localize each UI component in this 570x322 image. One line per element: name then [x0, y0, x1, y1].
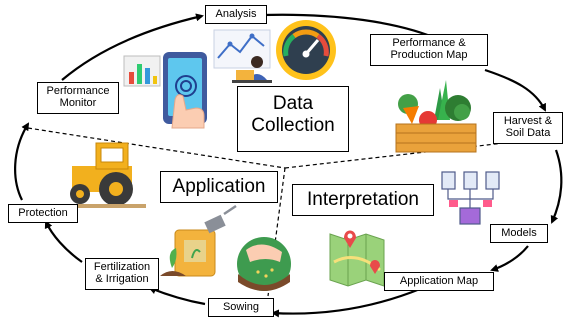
phase-application: Application: [160, 171, 278, 203]
phase-data-collection-line2: Collection: [251, 115, 335, 136]
step-harvest-soil-data: Harvest & Soil Data: [493, 112, 563, 144]
step-analysis: Analysis: [205, 5, 267, 24]
gauge-icon: [276, 20, 336, 80]
step-performance-monitor-line1: Performance: [46, 85, 110, 97]
arrow-application-map-to-sowing: [271, 287, 421, 318]
step-performance-production-map-line2: Production Map: [390, 49, 468, 61]
step-protection: Protection: [8, 204, 78, 223]
step-harvest-soil-data-line1: Harvest &: [503, 115, 553, 127]
arrow-models-to-application-map: [490, 245, 529, 272]
step-performance-monitor-line2: Monitor: [59, 97, 97, 109]
folded-map-icon: [329, 230, 385, 287]
step-models: Models: [490, 224, 548, 243]
step-harvest-soil-data-line2: Soil Data: [505, 127, 551, 139]
arrow-fertilization-to-protection: [44, 220, 83, 263]
step-sowing: Sowing: [208, 298, 274, 317]
arrow-performance-map-to-harvest: [484, 68, 546, 112]
arrow-harvest-to-models: [550, 149, 563, 224]
arrow-protection-to-monitor: [14, 122, 30, 201]
divider-left: [27, 127, 286, 169]
flowchart-icon: [441, 171, 500, 225]
step-application-map-label: Application Map: [399, 275, 479, 287]
vegetable-crate-icon: [395, 80, 477, 153]
step-fertilization-irrigation: Fertilization & Irrigation: [85, 258, 159, 290]
fertilizer-watering-icon: [160, 204, 237, 277]
step-sowing-label: Sowing: [222, 301, 260, 313]
step-protection-label: Protection: [18, 207, 68, 219]
step-fertilization-irrigation-line2: & Irrigation: [95, 273, 149, 285]
cycle-arrows: [14, 13, 563, 318]
step-performance-production-map: Performance & Production Map: [370, 34, 488, 66]
tablet-touch-icon: [163, 52, 207, 129]
arrow-monitor-to-analysis: [61, 13, 204, 81]
phase-data-collection-line1: Data: [272, 93, 314, 114]
step-performance-monitor: Performance Monitor: [37, 82, 119, 114]
step-fertilization-irrigation-line1: Fertilization: [93, 261, 151, 273]
step-models-label: Models: [501, 227, 537, 239]
step-performance-production-map-line1: Performance &: [392, 37, 466, 49]
phase-application-label: Application: [172, 176, 266, 197]
line-chart-icon: [213, 29, 271, 69]
seeding-hand-icon: [237, 237, 291, 291]
tractor-icon: [66, 142, 146, 208]
phase-interpretation: Interpretation: [292, 184, 434, 216]
phase-data-collection: Data Collection: [237, 86, 349, 152]
analyst-laptop-icon: [232, 56, 272, 83]
arrow-analysis-to-performance-map: [261, 13, 442, 42]
phase-interpretation-label: Interpretation: [307, 189, 419, 210]
bar-chart-icon: [123, 55, 161, 87]
step-application-map: Application Map: [384, 272, 494, 291]
step-analysis-label: Analysis: [215, 8, 257, 20]
arrow-sowing-to-fertilization: [148, 286, 206, 306]
